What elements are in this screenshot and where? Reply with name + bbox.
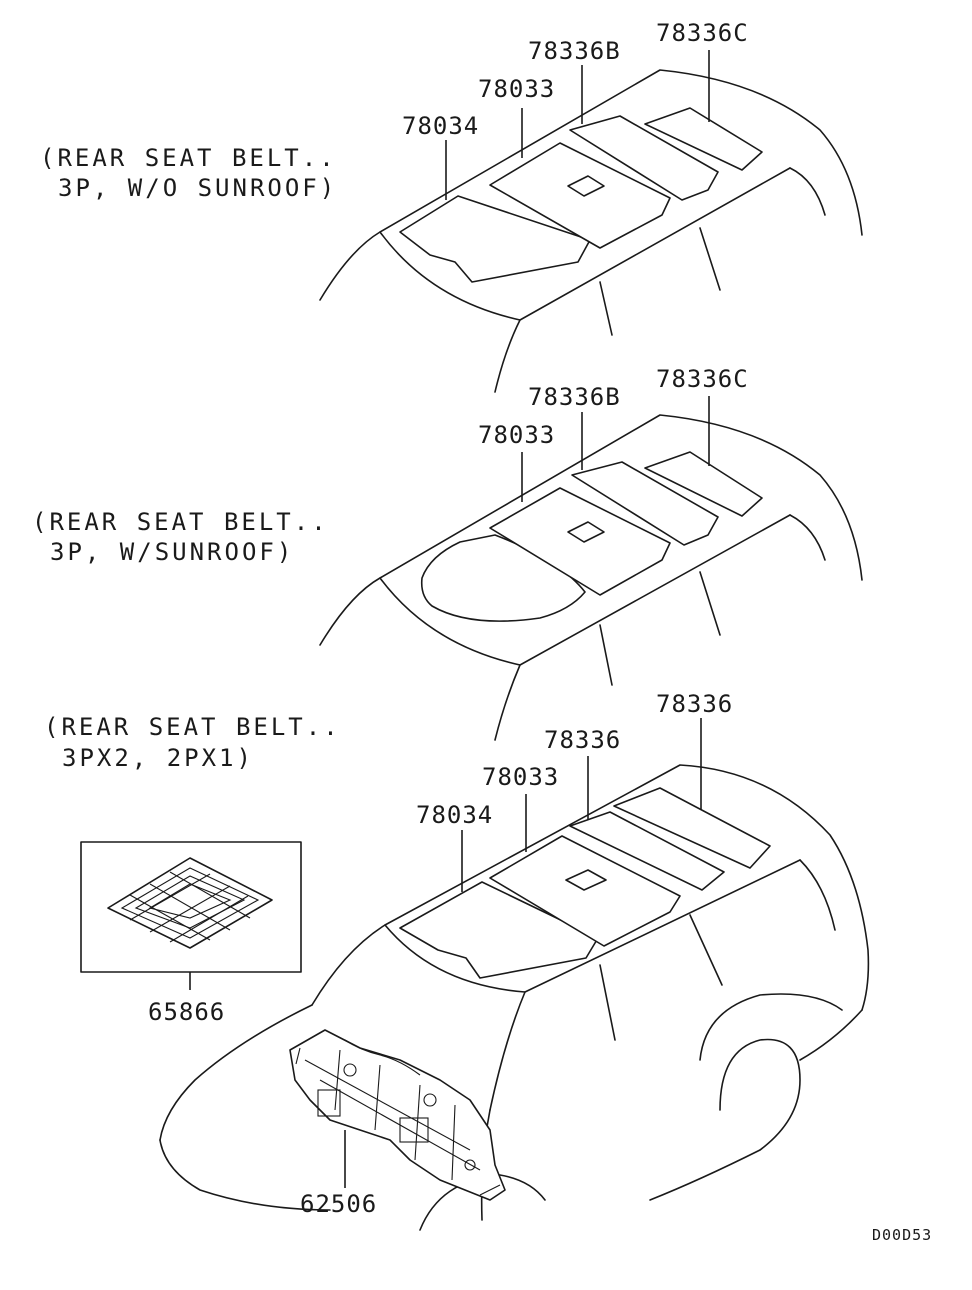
part-number-78033: 78033 — [482, 763, 559, 791]
part-number-78034: 78034 — [416, 801, 493, 829]
headlining-panel-78336b — [571, 461, 719, 546]
headlining-panel-78336c — [644, 107, 763, 171]
part-number-78336-rear: 78336 — [656, 690, 733, 718]
headlining-panel-78033 — [489, 835, 681, 947]
condition-note-line-1: (REAR SEAT BELT.. — [40, 144, 337, 172]
part-number-78034: 78034 — [402, 112, 479, 140]
part-number-78336b: 78336B — [528, 383, 621, 411]
part-number-78336b: 78336B — [528, 37, 621, 65]
condition-note-line-2: 3PX2, 2PX1) — [62, 744, 254, 772]
part-number-78033: 78033 — [478, 75, 555, 103]
part-number-65866: 65866 — [148, 998, 225, 1026]
part-number-78033: 78033 — [478, 421, 555, 449]
condition-note-line-2: 3P, W/SUNROOF) — [50, 538, 294, 566]
dash-panel-insulator — [289, 1029, 506, 1201]
headlining-panel-78034 — [399, 195, 591, 283]
headlining-panel-78033 — [489, 142, 671, 249]
headlining-panel-78336 — [569, 811, 725, 891]
part-number-62506: 62506 — [300, 1190, 377, 1218]
condition-note-line-1: (REAR SEAT BELT.. — [32, 508, 329, 536]
headlining-panel-78336c — [644, 451, 763, 517]
roof-view-without-sunroof — [319, 50, 863, 393]
headlining-panel-78336 — [613, 787, 771, 869]
part-number-78336c: 78336C — [656, 365, 749, 393]
headlining-panel-78034 — [399, 881, 599, 979]
roof-view-with-sunroof — [319, 396, 863, 741]
diagram-code: D00D53 — [872, 1226, 932, 1244]
insulator-mat-inset — [80, 841, 302, 990]
headlining-panel-78033 — [489, 487, 671, 596]
sunroof-glass — [420, 534, 586, 622]
sunroof-opening — [567, 175, 605, 197]
condition-note-line-1: (REAR SEAT BELT.. — [44, 713, 341, 741]
sunroof-opening — [567, 521, 605, 543]
part-number-78336c: 78336C — [656, 19, 749, 47]
vehicle-view-full — [159, 718, 870, 1231]
part-number-78336-mid: 78336 — [544, 726, 621, 754]
headlining-panel-78336b — [569, 115, 719, 201]
condition-note-line-2: 3P, W/O SUNROOF) — [58, 174, 337, 202]
roof-opening — [565, 869, 607, 891]
